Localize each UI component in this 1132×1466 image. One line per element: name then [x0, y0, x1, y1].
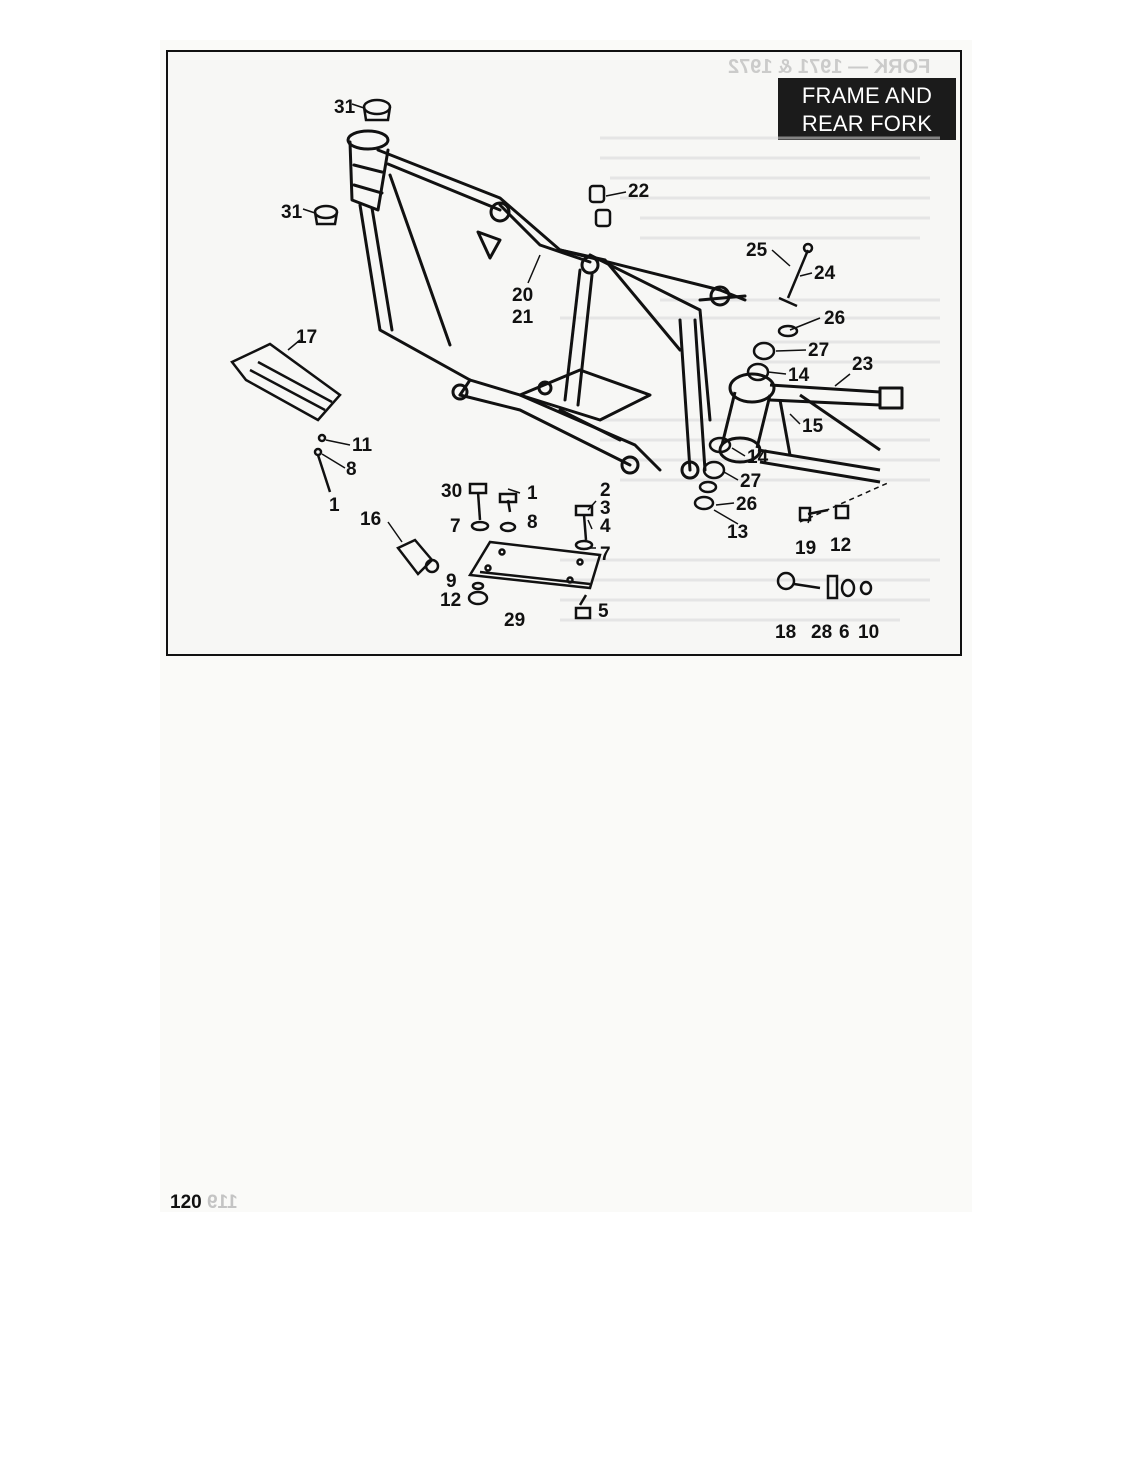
callout-4: 4 [600, 516, 611, 537]
callout-2: 2 [600, 480, 611, 501]
callout-13: 13 [727, 522, 748, 543]
rear-fork-drawing [718, 372, 904, 484]
frame-drawing [346, 129, 747, 480]
callout-24: 24 [814, 263, 836, 284]
callout-11: 11 [352, 435, 373, 456]
callout-7-left: 7 [450, 516, 461, 537]
bleed-through-page-number: 119 [207, 1192, 238, 1213]
axle-dashed-line [799, 481, 891, 523]
bleed-through-texture [560, 136, 940, 622]
callout-1-center: 1 [527, 483, 538, 504]
callout-27-upper: 27 [808, 340, 829, 361]
callout-9: 9 [446, 571, 457, 592]
callout-19: 19 [795, 538, 816, 559]
callout-leader-lines [287, 103, 851, 549]
callout-28: 28 [811, 622, 832, 643]
callout-20: 20 [512, 285, 533, 306]
callout-12-right: 12 [830, 535, 851, 556]
callout-15: 15 [802, 416, 824, 437]
callout-17: 17 [296, 327, 317, 348]
callout-23: 23 [852, 354, 873, 375]
callout-14-lower: 14 [747, 447, 769, 468]
callout-26-upper: 26 [824, 308, 845, 329]
callout-16: 16 [360, 509, 381, 530]
small-parts-drawing [230, 98, 873, 620]
callout-5: 5 [598, 601, 609, 622]
callout-25: 25 [746, 240, 768, 261]
callout-10: 10 [858, 622, 879, 643]
callout-22: 22 [628, 181, 649, 202]
page-number: 120 [170, 1192, 202, 1213]
callout-27-lower: 27 [740, 471, 761, 492]
callout-3: 3 [600, 498, 611, 519]
callout-26-lower: 26 [736, 494, 757, 515]
callout-31-left: 31 [281, 202, 303, 223]
figure-title-line-2: REAR FORK [801, 111, 933, 136]
callout-31-top: 31 [334, 97, 356, 118]
figure-title-line-1: FRAME AND [801, 83, 933, 108]
callout-6: 6 [839, 622, 850, 643]
callout-14-upper: 14 [788, 365, 810, 386]
callout-8-center: 8 [527, 512, 538, 533]
callout-7-right: 7 [600, 544, 611, 565]
callout-30: 30 [441, 481, 462, 502]
callout-21: 21 [512, 307, 534, 328]
callout-12-left: 12 [440, 590, 461, 611]
callout-29: 29 [504, 610, 525, 631]
exploded-diagram-figure: FORK — 1971 & 1972 FRAME AND REAR FORK [166, 50, 962, 656]
callout-1-left: 1 [329, 495, 340, 516]
figure-title-block: FRAME AND REAR FORK [778, 78, 956, 140]
callout-labels: 31 31 22 25 24 20 21 17 26 27 23 14 15 1… [281, 97, 879, 643]
callout-8-left: 8 [346, 459, 357, 480]
callout-18: 18 [775, 622, 796, 643]
